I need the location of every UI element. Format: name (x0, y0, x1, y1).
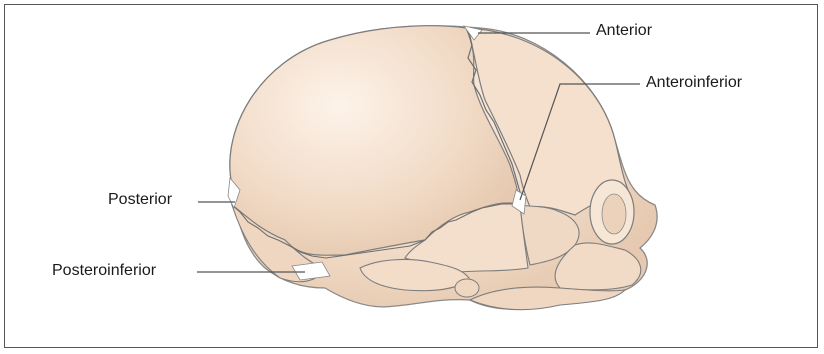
label-anterior: Anterior (596, 22, 652, 40)
label-posterior: Posterior (108, 191, 172, 209)
mastoid-process (455, 279, 479, 297)
label-anteroinferior: Anteroinferior (646, 74, 742, 92)
orbit-inner (602, 194, 626, 234)
label-posteroinferior: Posteroinferior (52, 262, 156, 280)
